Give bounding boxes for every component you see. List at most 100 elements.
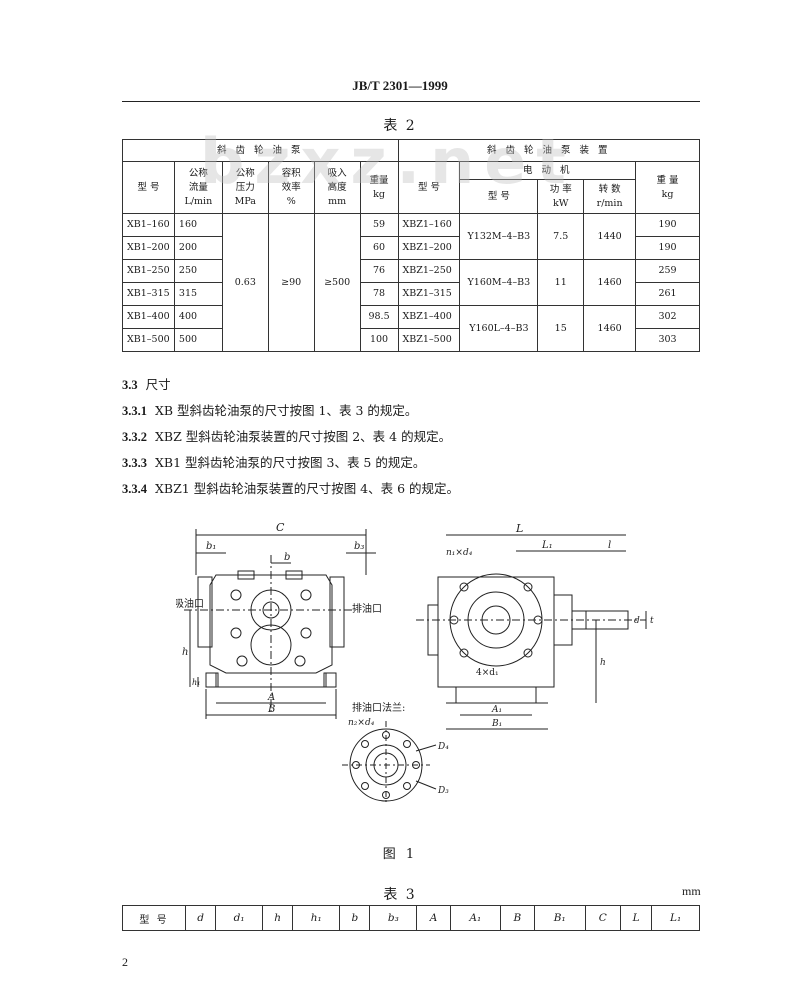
table-cell: 98.5 <box>359 305 399 329</box>
table-cell: 400 <box>173 305 223 329</box>
table-cell: 15 <box>537 305 585 352</box>
shared-efficiency: ≥90 <box>267 213 315 352</box>
table3-header-cell: 型 号 <box>122 905 186 931</box>
table3-header-cell: L <box>619 905 653 931</box>
table-cell: 76 <box>359 259 399 283</box>
table-cell: XB1–400 <box>122 305 175 329</box>
table-cell: 11 <box>537 259 585 306</box>
table-cell: XBZ1–200 <box>397 236 461 260</box>
dim-a1-label: A₁ <box>491 705 502 715</box>
table-cell: 1440 <box>583 213 637 260</box>
dim-l1-label: L₁ <box>541 540 553 551</box>
table-cell: Y160L–4–B3 <box>459 305 539 352</box>
table-cell: XBZ1–250 <box>397 259 461 283</box>
suction-port-label: 吸油口 <box>176 597 204 610</box>
table-cell: XBZ1–500 <box>397 328 461 352</box>
col-model: 型 号 <box>122 161 175 214</box>
table3-header-cell: B <box>499 905 535 931</box>
table3-header-cell: A <box>416 905 451 931</box>
table-cell: Y132M–4–B3 <box>459 213 539 260</box>
table-cell: 190 <box>635 213 700 237</box>
table-cell: XBZ1–315 <box>397 282 461 306</box>
figure-caption: 图 1 <box>382 847 418 862</box>
dim-h1-label: h₁ <box>192 678 200 687</box>
table-cell: 500 <box>173 328 223 352</box>
table2-caption: 表 2 <box>383 118 417 134</box>
table-cell: 160 <box>173 213 223 237</box>
discharge-flange-label: 排油口法兰: <box>352 701 405 714</box>
table-cell: XBZ1–400 <box>397 305 461 329</box>
table-cell: 302 <box>635 305 700 329</box>
dim-c-label: C <box>276 521 285 534</box>
dim-d3-label: D₃ <box>437 786 449 796</box>
table-cell: 78 <box>359 282 399 306</box>
dim-b3-label: b₃ <box>354 541 364 552</box>
table-cell: 100 <box>359 328 399 352</box>
shared-pressure: 0.63 <box>221 213 269 352</box>
page-number: 2 <box>122 955 128 969</box>
header-rule <box>122 101 700 102</box>
dim-t-label: t <box>650 616 654 626</box>
table-cell: 200 <box>173 236 223 260</box>
table-cell: 261 <box>635 282 700 306</box>
table3-header-cell: h₁ <box>292 905 341 931</box>
col-motor-model: 型 号 <box>459 179 539 214</box>
pump-front-view: C b₁ b b₃ 吸油口 排油口 h h₁ <box>176 521 382 719</box>
table3-header-cell: L₁ <box>651 905 700 931</box>
table3-header-cell: b <box>339 905 371 931</box>
bolt-4xd1-label: 4×d₁ <box>476 668 499 678</box>
table-cell: XB1–250 <box>122 259 175 283</box>
discharge-flange-view: 排油口法兰: n₂×d₄ D₄ D₃ <box>342 701 449 805</box>
table-cell: 1460 <box>583 259 637 306</box>
discharge-port-label: 排油口 <box>352 602 382 615</box>
pump-drawing-figure-1: C b₁ b b₃ 吸油口 排油口 h h₁ <box>176 521 654 805</box>
table-cell: 1460 <box>583 305 637 352</box>
dim-h-label: h <box>182 647 188 658</box>
dim-l-label: L <box>515 522 523 535</box>
table3-header-cell: B₁ <box>533 905 586 931</box>
dim-b-overall-label: B <box>267 704 275 715</box>
header-standard-number: JB/T 2301—1999 <box>352 78 448 93</box>
dim-a-label: A <box>267 692 275 703</box>
table3-header-cell: h <box>261 905 294 931</box>
dim-d4-label: D₄ <box>437 742 449 752</box>
table-cell: 315 <box>173 282 223 306</box>
table3-header-cell: C <box>584 905 621 931</box>
table3-header-cell: b₃ <box>369 905 418 931</box>
shared-suction: ≥500 <box>313 213 361 352</box>
table-cell: 303 <box>635 328 700 352</box>
table-cell: 60 <box>359 236 399 260</box>
table-cell: XB1–160 <box>122 213 175 237</box>
table-cell: 250 <box>173 259 223 283</box>
dim-b-label: b <box>284 552 290 563</box>
dim-l-small-label: l <box>608 540 611 551</box>
table-cell: 190 <box>635 236 700 260</box>
table3-header-cell: d₁ <box>215 905 263 931</box>
pump-side-view: L L₁ l n₁×d₄ d t 4×d₁ A₁ B₁ h <box>416 522 654 730</box>
table-cell: Y160M–4–B3 <box>459 259 539 306</box>
dim-h-side-label: h <box>600 658 606 668</box>
table3-header-cell: A₁ <box>449 905 501 931</box>
dim-b1-overall-label: B₁ <box>491 719 502 729</box>
bolt-n2d4-label: n₂×d₄ <box>348 718 375 728</box>
table3-unit: mm <box>682 884 701 898</box>
table3-caption: 表 3 <box>383 887 417 903</box>
table-cell: XB1–200 <box>122 236 175 260</box>
table-cell: XB1–500 <box>122 328 175 352</box>
table-cell: 7.5 <box>537 213 585 260</box>
col-device-model: 型 号 <box>397 161 461 214</box>
table3: 型 号 d d₁ h h₁ b b₃ A A₁ B B₁ C L L₁ <box>122 905 700 931</box>
dim-d-label: d <box>634 616 640 626</box>
table-cell: 59 <box>359 213 399 237</box>
